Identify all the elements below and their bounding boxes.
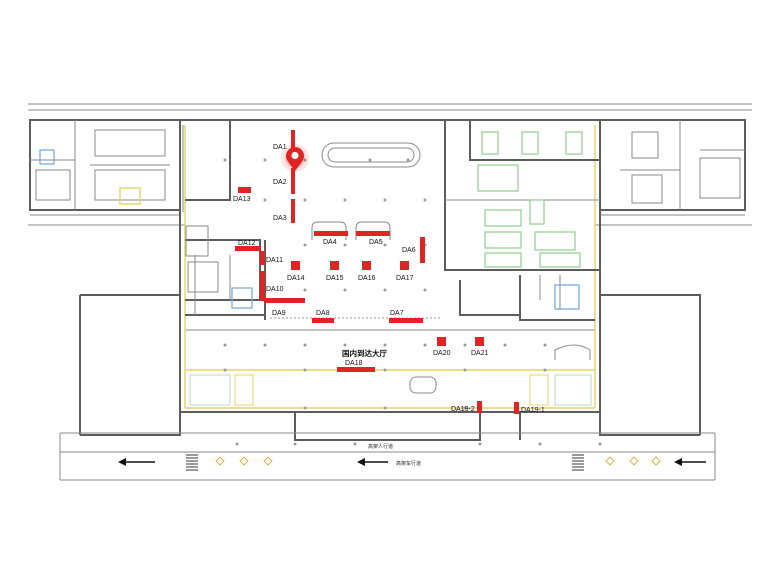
label-da3: DA3	[273, 215, 287, 222]
road-markings	[215, 456, 661, 466]
left-wing-rooms	[35, 129, 253, 309]
vehicle-road-label: 高架车行道	[396, 460, 421, 467]
ad-spot-da3[interactable]	[291, 199, 295, 223]
ad-spot-da17[interactable]	[400, 261, 409, 270]
ad-spot-da7[interactable]	[389, 318, 423, 323]
ad-spot-da19-1[interactable]	[514, 402, 519, 414]
crosswalk-left	[186, 454, 198, 471]
label-da10: DA10	[266, 286, 284, 293]
ad-spots	[235, 130, 519, 414]
seating-right	[529, 374, 592, 406]
ad-spot-da21[interactable]	[475, 337, 484, 346]
ad-spot-da11[interactable]	[260, 251, 265, 265]
building-structure	[28, 103, 752, 481]
label-da19-1: DA19-1	[521, 407, 545, 414]
label-da11: DA11	[266, 257, 283, 264]
ad-spot-da12[interactable]	[235, 246, 261, 251]
label-da7: DA7	[390, 310, 404, 317]
ad-spot-da6[interactable]	[420, 237, 425, 263]
label-da16: DA16	[358, 275, 376, 282]
ad-spot-da5[interactable]	[356, 231, 390, 236]
label-da21: DA21	[471, 350, 489, 357]
label-da14: DA14	[287, 275, 305, 282]
label-da9: DA9	[272, 310, 286, 317]
label-da6: DA6	[402, 247, 416, 254]
label-da5: DA5	[369, 239, 383, 246]
label-da4: DA4	[323, 239, 337, 246]
label-da17: DA17	[396, 275, 414, 282]
label-da8: DA8	[316, 310, 330, 317]
ad-spot-da19-2[interactable]	[477, 401, 482, 413]
ad-spot-da20[interactable]	[437, 337, 446, 346]
column-grid	[223, 158, 602, 446]
location-pin-icon[interactable]	[281, 144, 309, 172]
right-wing-rooms	[554, 131, 741, 310]
label-da20: DA20	[433, 350, 451, 357]
ad-spot-da18[interactable]	[337, 367, 375, 372]
parking-area	[477, 131, 583, 268]
ad-spot-da15[interactable]	[330, 261, 339, 270]
seating-left	[189, 374, 254, 406]
arrival-hall-label: 国内到达大厅	[342, 348, 387, 358]
label-da12: DA12	[238, 240, 256, 247]
ad-spot-da2[interactable]	[291, 168, 295, 194]
ad-spot-da1[interactable]	[291, 130, 295, 164]
label-da1: DA1	[273, 144, 287, 151]
ad-spot-da10[interactable]	[260, 271, 265, 301]
ad-spot-da14[interactable]	[291, 261, 300, 270]
crosswalk-right	[572, 454, 584, 471]
label-da19-2: DA19-2	[451, 406, 475, 413]
label-da2: DA2	[273, 179, 287, 186]
ad-spot-da9[interactable]	[265, 298, 305, 303]
left-arrow-icon	[118, 458, 155, 466]
ad-spot-da16[interactable]	[362, 261, 371, 270]
ad-spot-da13[interactable]	[238, 187, 251, 193]
label-da18: DA18	[345, 360, 363, 367]
left-arrow-icon	[357, 458, 388, 466]
left-arrow-icon	[674, 458, 706, 466]
ad-spot-labels: DA1 DA2 DA3 DA4 DA5 DA6 DA7 DA8 DA9 DA10…	[233, 144, 545, 414]
label-da15: DA15	[326, 275, 344, 282]
ad-spot-da4[interactable]	[314, 231, 348, 236]
ad-spot-da8[interactable]	[312, 318, 334, 323]
label-da13: DA13	[233, 196, 251, 203]
pedestrian-road-label: 高架人行道	[368, 443, 393, 450]
